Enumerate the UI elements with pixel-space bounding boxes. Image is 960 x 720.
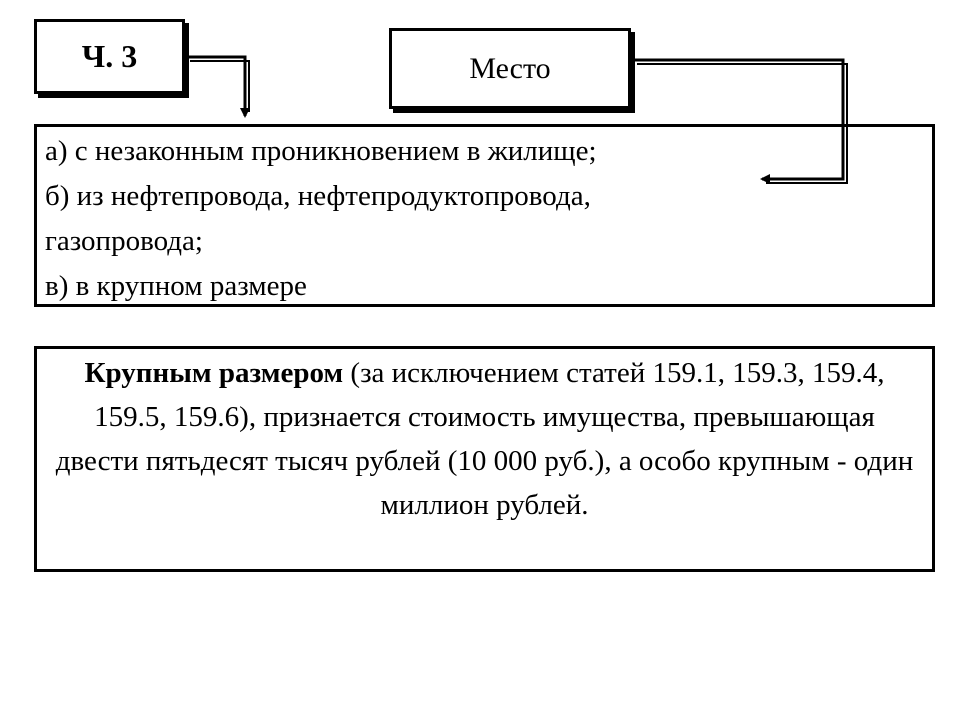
part-3-box: Ч. 3 bbox=[34, 19, 185, 94]
item-c: в) в крупном размере bbox=[45, 270, 307, 302]
part-to-items-arrow bbox=[187, 55, 250, 118]
item-b: б) из нефтепровода, нефтепродуктопровода… bbox=[45, 180, 591, 212]
part-3-label: Ч. 3 bbox=[81, 38, 138, 74]
qualifying-signs-box: а) с незаконным проникновением в жилище;… bbox=[34, 124, 935, 307]
definition-text: (за исключением статей 159.1, 159.3, 159… bbox=[55, 357, 914, 521]
part-arrow-shadow bbox=[190, 60, 250, 112]
large-size-definition-box: Крупным размером (за исключением статей … bbox=[34, 346, 935, 572]
definition-term: Крупным размером bbox=[84, 357, 344, 389]
item-b-continued: газопровода; bbox=[45, 225, 203, 257]
item-a: а) с незаконным проникновением в жилище; bbox=[45, 135, 597, 167]
place-box: Место bbox=[389, 28, 631, 109]
place-label: Место bbox=[469, 51, 551, 85]
